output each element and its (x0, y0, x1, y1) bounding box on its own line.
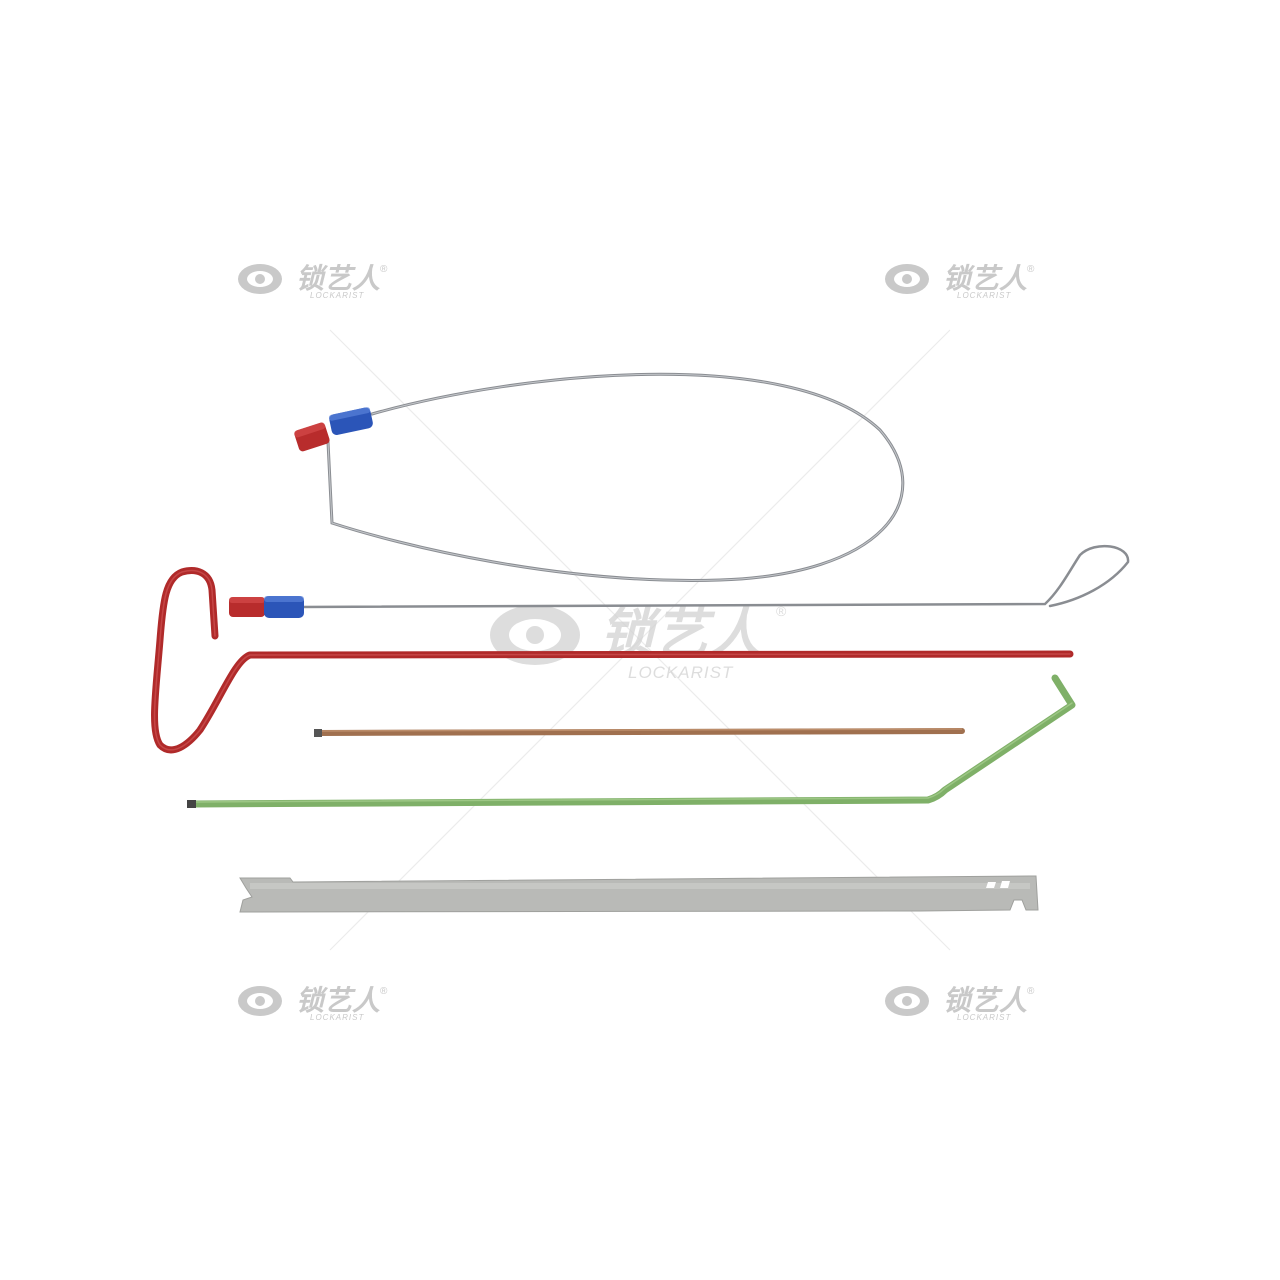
lockarist-logo-icon (238, 986, 282, 1016)
watermark-registered: ® (1027, 986, 1035, 997)
green-bent-rod (187, 674, 1076, 808)
watermark-diagonals (329, 329, 951, 951)
watermark-brand-en: LOCKARIST (310, 291, 364, 300)
wire-reach-blue-grip (264, 596, 304, 618)
lockarist-logo-icon (238, 264, 282, 294)
watermark-registered: ® (380, 264, 388, 275)
watermark-top-left: 锁艺人 ® LOCKARIST (238, 262, 388, 300)
lockarist-logo-icon (885, 986, 929, 1016)
watermark-brand-cn: 锁艺人 (943, 984, 1027, 1017)
wire-loop-blue-grip (328, 407, 373, 435)
watermark-brand-en: LOCKARIST (957, 291, 1011, 300)
copper-rod (314, 728, 965, 737)
watermark-brand-en: LOCKARIST (310, 1013, 364, 1022)
watermark-registered: ® (380, 986, 388, 997)
watermark-brand-cn: 锁艺人 (296, 984, 380, 1017)
lockarist-logo-icon (490, 605, 580, 665)
wire-reach-red-cap (229, 597, 265, 617)
wire-loop-red-cap (294, 422, 330, 452)
watermark-top-right: 锁艺人 ® LOCKARIST (885, 262, 1035, 300)
red-t-handle-rod (151, 567, 1074, 754)
lockarist-logo-icon (885, 264, 929, 294)
wire-reach-tool (229, 544, 1130, 618)
watermark-registered: ® (1027, 264, 1035, 275)
watermark-brand-en: LOCKARIST (628, 663, 734, 682)
watermark-brand-cn: 锁艺人 (296, 262, 380, 295)
watermark-bottom-left: 锁艺人 ® LOCKARIST (238, 984, 388, 1022)
watermark-brand-cn: 锁艺人 (943, 262, 1027, 295)
watermark-registered: ® (776, 603, 787, 619)
watermark-brand-en: LOCKARIST (957, 1013, 1011, 1022)
slim-jim-blade (239, 875, 1039, 913)
wire-loop-tool (294, 372, 905, 582)
watermark-bottom-right: 锁艺人 ® LOCKARIST (885, 984, 1035, 1022)
watermark-center: 锁艺人 ® LOCKARIST (490, 602, 787, 682)
